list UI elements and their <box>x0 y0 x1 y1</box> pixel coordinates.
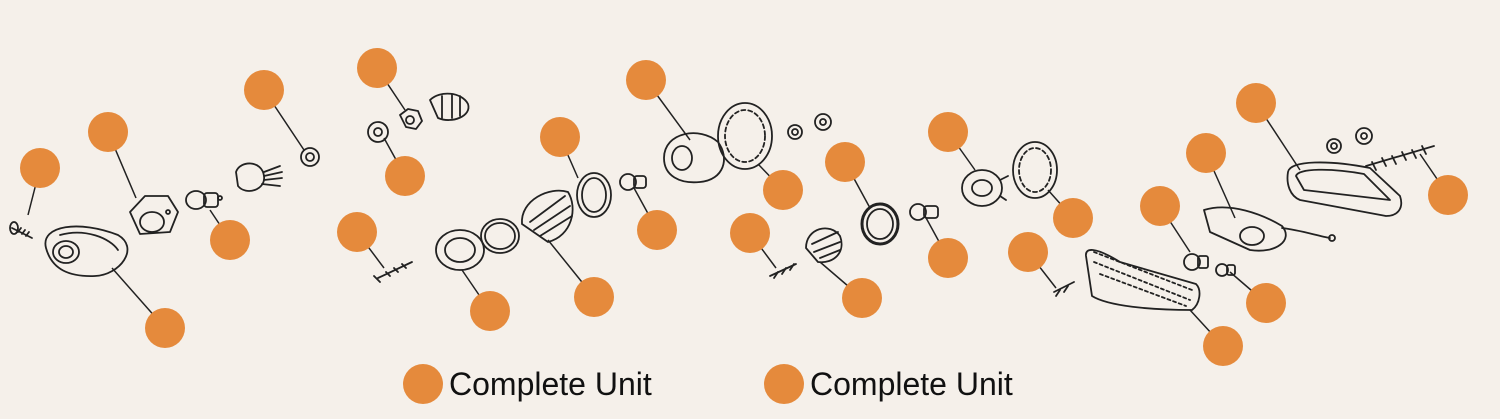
lens-part-3 <box>1012 141 1058 199</box>
legend-item-1: Complete Unit <box>403 362 652 406</box>
nut-part <box>300 147 320 167</box>
part-hotspot-17[interactable] <box>842 278 882 318</box>
parts-drawings <box>9 92 1435 311</box>
small-bolt-part <box>769 263 797 279</box>
part-hotspot-24[interactable] <box>1246 283 1286 323</box>
bezel-ring-part <box>435 229 485 271</box>
part-hotspot-22[interactable] <box>1140 186 1180 226</box>
part-hotspot-18[interactable] <box>928 112 968 152</box>
part-hotspot-25[interactable] <box>1236 83 1276 123</box>
lens-part <box>521 189 574 243</box>
legend-dot-2 <box>764 364 804 404</box>
part-hotspot-23[interactable] <box>1186 133 1226 173</box>
washer-part <box>367 121 389 143</box>
housing-part-3 <box>961 169 1009 207</box>
bulb-part-4 <box>1183 253 1209 271</box>
part-hotspot-2[interactable] <box>88 112 128 152</box>
patterned-lens-part <box>717 102 773 170</box>
lens-cap-part <box>129 195 179 235</box>
housing-part-2 <box>663 132 725 184</box>
legend-item-2: Complete Unit <box>764 362 1013 406</box>
part-hotspot-20[interactable] <box>1053 198 1093 238</box>
part-hotspot-15[interactable] <box>730 213 770 253</box>
part-hotspot-26[interactable] <box>1428 175 1468 215</box>
gasket-part <box>480 218 520 254</box>
part-hotspot-6[interactable] <box>357 48 397 88</box>
screw-part-3 <box>1053 281 1075 297</box>
part-hotspot-8[interactable] <box>337 212 377 252</box>
small-bulb-part <box>1215 263 1236 277</box>
part-hotspot-10[interactable] <box>574 277 614 317</box>
wire-housing-part <box>1203 206 1336 252</box>
legend-dot-1 <box>403 364 443 404</box>
bulb-part-3 <box>909 203 939 221</box>
hotspots <box>20 48 1468 366</box>
small-lens-part <box>805 227 843 264</box>
part-hotspot-19[interactable] <box>928 238 968 278</box>
nuts-part-4 <box>1326 127 1373 154</box>
bezel-part-4 <box>1286 161 1403 217</box>
part-hotspot-7[interactable] <box>385 156 425 196</box>
screw-part <box>9 221 33 239</box>
long-lens-part <box>1085 249 1201 311</box>
grommet-part <box>429 92 470 121</box>
part-hotspot-14[interactable] <box>763 170 803 210</box>
bulb-part <box>185 190 223 210</box>
legend-label-1: Complete Unit <box>449 366 652 402</box>
bolt-part <box>373 261 413 283</box>
part-hotspot-11[interactable] <box>540 117 580 157</box>
bulb-part-2 <box>619 173 647 191</box>
part-hotspot-12[interactable] <box>637 210 677 250</box>
seal-ring-part <box>576 172 612 218</box>
leader-lines <box>27 67 1449 347</box>
nuts-part <box>787 113 832 140</box>
stud-part <box>1365 145 1435 171</box>
part-hotspot-27[interactable] <box>1203 326 1243 366</box>
part-hotspot-21[interactable] <box>1008 232 1048 272</box>
legend-label-2: Complete Unit <box>810 366 1013 402</box>
part-hotspot-9[interactable] <box>470 291 510 331</box>
part-hotspot-4[interactable] <box>244 70 284 110</box>
part-hotspot-5[interactable] <box>210 220 250 260</box>
socket-part <box>235 162 283 192</box>
lamp-housing-part <box>44 225 129 277</box>
part-hotspot-3[interactable] <box>145 308 185 348</box>
ring-part <box>860 202 900 246</box>
part-hotspot-16[interactable] <box>825 142 865 182</box>
part-hotspot-1[interactable] <box>20 148 60 188</box>
hex-nut-part <box>399 108 423 130</box>
part-hotspot-13[interactable] <box>626 60 666 100</box>
